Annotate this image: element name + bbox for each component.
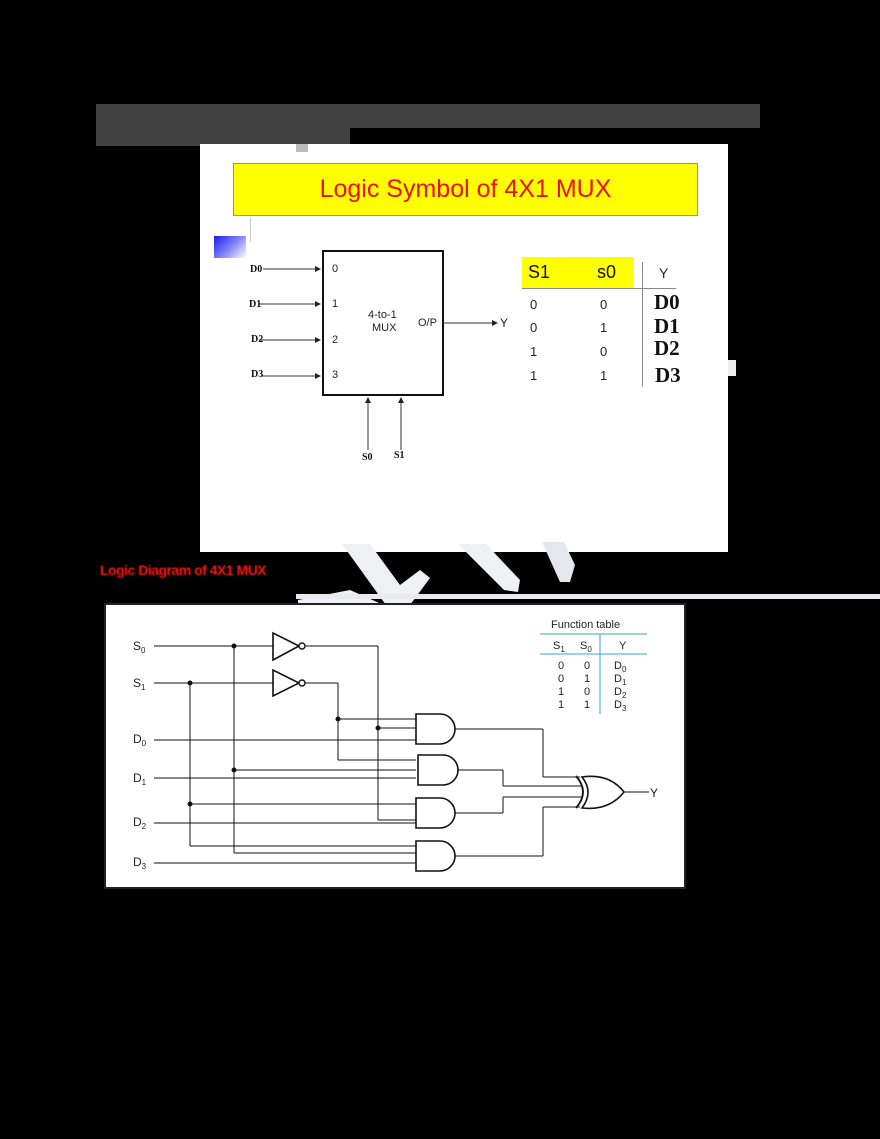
bullet-square-icon [214, 236, 246, 258]
d1-base: D [133, 771, 142, 785]
ft-r0-y-base: D [614, 660, 622, 672]
ft-r1-y-base: D [614, 673, 622, 685]
s1-base: S [133, 676, 142, 690]
diagram-input-d1: D1 [133, 771, 146, 787]
ft-h-s1-sub: 1 [560, 645, 565, 654]
pin-0: 0 [332, 263, 339, 275]
logic-gate-circuit [154, 631, 649, 872]
select-label-s0: S0 [362, 452, 373, 463]
input-label-d0: D0 [250, 264, 263, 275]
ft-r0-y: D0 [614, 660, 626, 674]
tt-r2-s1: 1 [530, 344, 538, 359]
input-label-d1: D1 [249, 299, 262, 310]
ft-r2-y-sub: 2 [621, 691, 627, 700]
d1-sub: 1 [141, 778, 147, 787]
ft-r3-y-sub: 3 [621, 704, 627, 713]
ft-r3-y-base: D [614, 699, 622, 711]
output-signal-y: Y [500, 316, 509, 330]
decorative-swoosh-shapes [298, 542, 575, 610]
diagram-output-y: Y [650, 786, 659, 800]
obscured-header-bar [96, 104, 760, 128]
tt-r0-y: D0 [654, 290, 680, 314]
output-pin-label: O/P [418, 317, 437, 329]
s0-sub: 0 [141, 646, 146, 655]
ft-r3-y: D3 [614, 699, 626, 713]
truth-table-header-highlight [522, 257, 634, 288]
slide-edge-artifact [728, 360, 736, 376]
tt-header-s0: s0 [597, 262, 617, 282]
tt-header-y: Y [659, 265, 669, 281]
ft-r0-s0: 0 [584, 660, 591, 672]
ft-r3-s1: 1 [558, 699, 565, 711]
ft-r1-s0: 1 [584, 673, 591, 685]
d2-base: D [133, 815, 142, 829]
d0-sub: 0 [141, 739, 147, 748]
tt-r0-s0: 0 [600, 297, 608, 312]
tt-r1-s1: 0 [530, 320, 538, 335]
ft-h-s0-base: S [580, 640, 588, 652]
tt-r1-s0: 1 [600, 320, 608, 335]
section-divider-strip [296, 594, 880, 599]
title-divider [250, 218, 251, 242]
ft-r1-s1: 0 [558, 673, 565, 685]
d0-base: D [133, 732, 142, 746]
ft-r2-s1: 1 [558, 686, 565, 698]
tt-header-s1: S1 [528, 262, 551, 282]
s0-base: S [133, 639, 142, 653]
ft-r1-y-sub: 1 [621, 678, 627, 687]
pin-1: 1 [332, 298, 339, 310]
tt-r0-s1: 0 [530, 297, 538, 312]
ft-r3-s0: 1 [584, 699, 591, 711]
diagram-input-d3: D3 [133, 855, 146, 871]
d2-sub: 2 [141, 822, 147, 831]
ft-r2-y: D2 [614, 686, 626, 700]
slide-artifact [296, 144, 308, 152]
ft-header-y: Y [619, 640, 627, 652]
tt-r2-y: D2 [654, 336, 680, 360]
tt-r3-s0: 1 [600, 368, 608, 383]
diagram-input-s0: S0 [133, 639, 145, 655]
ft-r0-y-sub: 0 [621, 665, 627, 674]
function-table-title: Function table [551, 619, 621, 631]
ft-r2-s0: 0 [584, 686, 591, 698]
tt-r3-s1: 1 [530, 368, 538, 383]
ft-h-s0-sub: 0 [587, 645, 592, 654]
pin-3: 3 [332, 369, 339, 381]
input-label-d2: D2 [251, 334, 264, 345]
slide-title: Logic Symbol of 4X1 MUX [233, 163, 698, 216]
input-label-d3: D3 [251, 369, 264, 380]
obscured-header-bar-line2 [96, 128, 350, 146]
d3-base: D [133, 855, 142, 869]
ft-r1-y: D1 [614, 673, 626, 687]
diagram-input-s1: S1 [133, 676, 145, 692]
slide-title-text: Logic Symbol of 4X1 MUX [319, 175, 612, 203]
tt-column-rule [642, 262, 643, 387]
mux-label-line2: MUX [372, 322, 397, 334]
mux-block-diagram [259, 250, 498, 450]
s1-sub: 1 [141, 683, 146, 692]
tt-header-rule [522, 288, 676, 289]
diagram-input-d0: D0 [133, 732, 146, 748]
pin-2: 2 [332, 334, 339, 346]
d3-sub: 3 [141, 862, 147, 871]
ft-r2-y-base: D [614, 686, 622, 698]
ft-header-s1: S1 [553, 640, 565, 654]
mux-label-line1: 4-to-1 [368, 309, 397, 321]
diagram-input-d2: D2 [133, 815, 146, 831]
ft-header-s0: S0 [580, 640, 592, 654]
ft-h-s1-base: S [553, 640, 561, 652]
logic-diagram-panel [104, 603, 686, 889]
section-heading: Logic Diagram of 4X1 MUX [100, 562, 267, 578]
ft-r0-s1: 0 [558, 660, 565, 672]
select-label-s1: S1 [394, 450, 405, 461]
tt-r3-y: D3 [655, 363, 681, 387]
tt-r1-y: D1 [654, 314, 680, 338]
tt-r2-s0: 0 [600, 344, 608, 359]
